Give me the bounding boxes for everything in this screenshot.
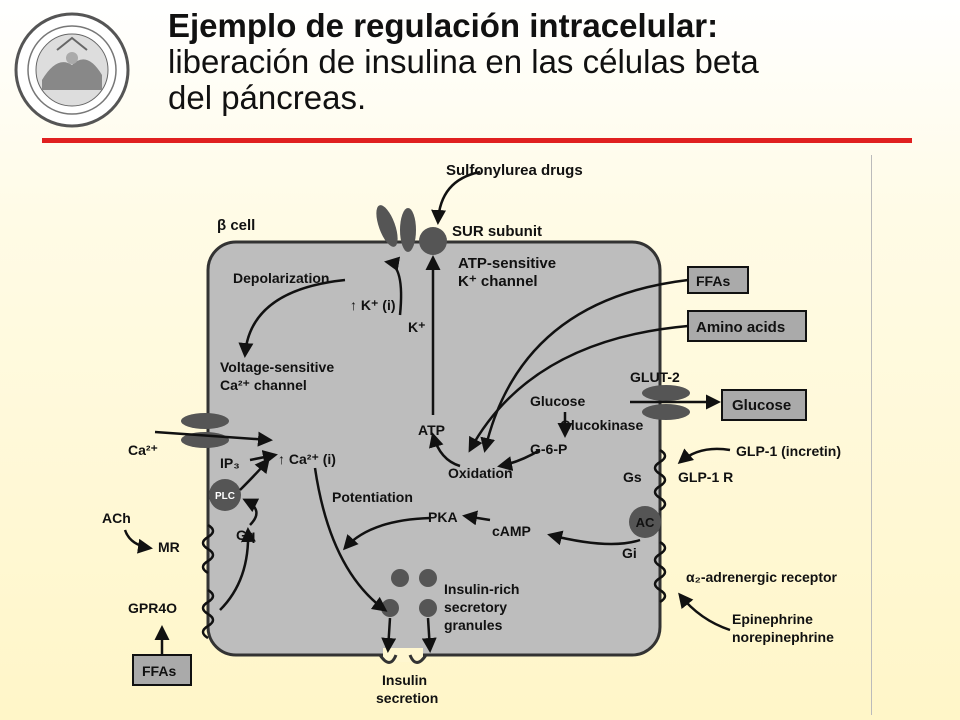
arrow-ach-mr [123,529,153,554]
label-alpha2: α₂-adrenergic receptor [686,569,838,585]
katp-channel-lobe-1 [376,205,398,247]
arrow-k-out [384,256,403,316]
glp1r-coil [653,448,667,512]
arrow-granule-secrete-1 [381,617,397,653]
label-glucokinase: Glucokinase [560,417,643,433]
pore-edge [378,654,428,664]
label-epi-2: norepinephrine [732,629,834,645]
arrow-ip3-ca [249,449,278,465]
label-pka: PKA [428,509,458,525]
arrow-amino-ox [468,324,689,453]
mr-coil [201,523,215,575]
label-ach: ACh [102,510,131,526]
label-sulfonylurea: Sulfonylurea drugs [446,162,583,179]
label-glp1r: GLP-1 R [678,469,733,485]
glucose-out-box [721,389,807,421]
arrow-gq-plc [242,498,260,526]
arrow-ca-granules [313,467,388,612]
arrow-ac-camp [547,530,641,546]
label-glp1: GLP-1 (incretin) [736,443,841,459]
plc-label: PLC [215,491,235,502]
arrow-pka-potentiate [343,516,431,551]
university-seal-logo [14,12,130,128]
alpha2-coil [653,540,667,604]
secretion-pore [383,648,423,662]
sur-subunit [419,227,447,255]
arrow-g6p-ox [497,448,541,471]
ac-enzyme [629,506,661,538]
label-beta-cell: β cell [217,217,255,234]
label-glut2: GLUT-2 [630,369,680,385]
label-amino-acids: Amino acids [696,319,785,336]
label-glucose-in: Glucose [530,393,585,409]
arrow-sulfonylurea [431,170,481,225]
label-ffas-left: FFAs [142,663,176,679]
glut2-top [642,385,690,401]
glut2-bottom [642,404,690,420]
label-granules-3: granules [444,617,503,633]
label-ca-out: Ca²⁺ [128,442,158,458]
label-ca-intracellular: ↑ Ca²⁺ (i) [278,451,336,467]
label-secretion-1: Insulin [382,672,427,688]
arrow-epi [678,592,731,632]
label-gs: Gs [623,469,642,485]
arrow-camp-pka [462,510,491,526]
label-secretion-2: secretion [376,690,438,706]
label-ffas-right: FFAs [696,273,730,289]
label-gq: Gq [236,527,255,543]
label-ip3: IP₃ [220,455,240,471]
arrow-depol [238,278,346,358]
ac-label: AC [636,515,655,530]
arrow-gpr40-gq [219,527,256,611]
title-line-2: liberación de insulina en las células be… [168,43,759,80]
granule [391,569,409,587]
page-title: Ejemplo de regulación intracelular: libe… [168,8,948,116]
label-granules-1: Insulin-rich [444,581,519,597]
label-k-plus: K⁺ [408,319,426,335]
arrow-ca-in [154,430,273,447]
slide-edge-line [871,155,872,715]
katp-channel-lobe-2 [400,208,416,252]
label-granules-2: secretory [444,599,507,615]
label-katp-1: ATP-sensitive [458,255,556,272]
ca-channel-top [181,413,229,429]
label-camp: cAMP [492,523,531,539]
title-bold: Ejemplo de regulación intracelular: [168,7,719,44]
arrow-ffas-ox [480,278,689,453]
label-glucose-out: Glucose [732,397,791,414]
beta-cell-diagram: PLC AC Sulfonylurea dr [102,162,841,706]
ffas-left-box [132,654,192,686]
arrow-granule-secrete-2 [421,617,437,653]
label-g6p: G-6-P [530,441,567,457]
label-atp: ATP [418,422,445,438]
arrow-ox-atp [429,432,461,468]
label-gpr40: GPR4O [128,600,177,616]
gpr40-coil [201,588,215,640]
granule [419,599,437,617]
label-katp-2: K⁺ channel [458,273,538,290]
label-sur: SUR subunit [452,223,542,240]
label-depolarization: Depolarization [233,270,329,286]
arrow-glp1 [677,447,731,464]
title-line-3: del páncreas. [168,79,367,116]
granule [419,569,437,587]
label-gi: Gi [622,545,637,561]
red-divider [42,138,912,143]
ffas-right-box [687,266,749,294]
label-k-intracellular: ↑ K⁺ (i) [350,297,396,313]
label-vsc-1: Voltage-sensitive [220,359,334,375]
amino-acids-box [687,310,807,342]
plc-enzyme [209,479,241,511]
label-epi-1: Epinephrine [732,611,813,627]
label-potentiation: Potentiation [332,489,413,505]
label-oxidation: Oxidation [448,465,513,481]
label-mr: MR [158,539,180,555]
label-vsc-2: Ca²⁺ channel [220,377,307,393]
